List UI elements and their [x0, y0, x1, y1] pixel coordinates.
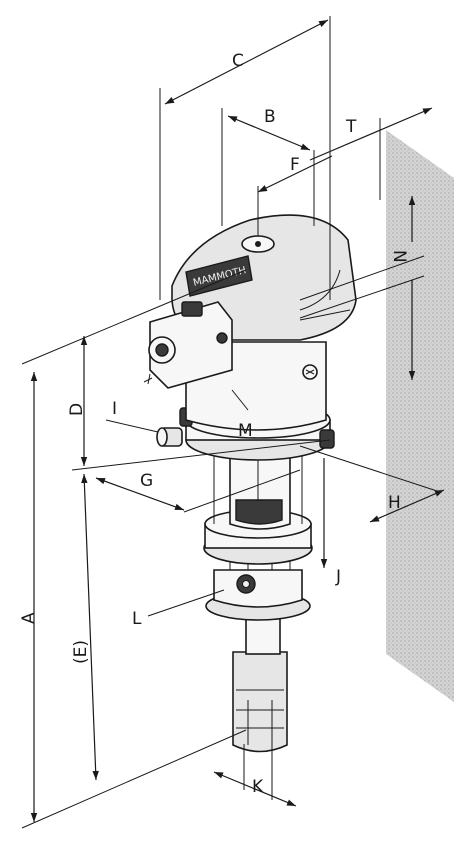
air-inlet-fitting [156, 427, 183, 447]
label-g: G [140, 471, 153, 491]
arrowhead [214, 772, 224, 779]
arrowhead [80, 336, 88, 345]
wall-surface [386, 130, 454, 702]
arrowhead [80, 457, 88, 466]
dimension-line-b [227, 115, 311, 151]
label-c: C [232, 51, 244, 71]
arrowhead [30, 372, 38, 381]
leader-m [231, 389, 249, 411]
dimension-labels: C B F T N A D (E) G H I J K L M [19, 51, 409, 797]
pump-lower-cage [213, 569, 303, 608]
dimension-line-t [309, 107, 433, 161]
label-n: N [389, 250, 409, 263]
label-t: T [345, 117, 357, 137]
label-b: B [264, 107, 276, 127]
arrowhead [434, 490, 444, 497]
arrowhead [300, 143, 310, 150]
arrowhead [370, 515, 380, 522]
arrowhead [165, 97, 175, 104]
arrowhead [96, 478, 106, 485]
arrowhead [408, 196, 416, 205]
arrowhead [174, 503, 184, 510]
dimension-lines [21, 16, 445, 829]
label-j: J [335, 567, 341, 587]
dimension-line-c [164, 19, 329, 105]
dimension-line-k [213, 771, 297, 807]
nameplate: MAMMOTH [185, 255, 253, 297]
leader-l [147, 589, 225, 617]
air-control-block [143, 301, 233, 389]
arrowhead [81, 474, 88, 484]
arrowhead [422, 108, 432, 115]
dimension-line-g [95, 477, 185, 511]
dimension-line-e [83, 473, 97, 781]
arrowhead [228, 116, 238, 123]
label-e: (E) [71, 640, 91, 664]
label-d: D [67, 403, 87, 416]
label-a: A [19, 612, 39, 624]
arrowhead [318, 20, 328, 27]
label-f: F [290, 155, 300, 175]
label-i: I [112, 399, 117, 419]
arrowhead [408, 371, 416, 380]
dimension-line-f [257, 155, 333, 193]
label-m: M [238, 421, 253, 441]
label-k: K [252, 777, 264, 797]
pump-assembly: MAMMOTH [143, 214, 357, 753]
arrowhead [320, 559, 328, 568]
arrowhead [258, 185, 268, 192]
arrowhead [30, 813, 38, 822]
arrowhead [286, 799, 296, 806]
arrowhead [92, 770, 99, 780]
label-l: L [132, 609, 142, 629]
pump-foot-valve [232, 651, 288, 753]
leader-i [105, 419, 159, 433]
label-h: H [388, 493, 401, 513]
dimension-arrowheads [30, 20, 444, 822]
dimension-line-h [369, 489, 445, 523]
